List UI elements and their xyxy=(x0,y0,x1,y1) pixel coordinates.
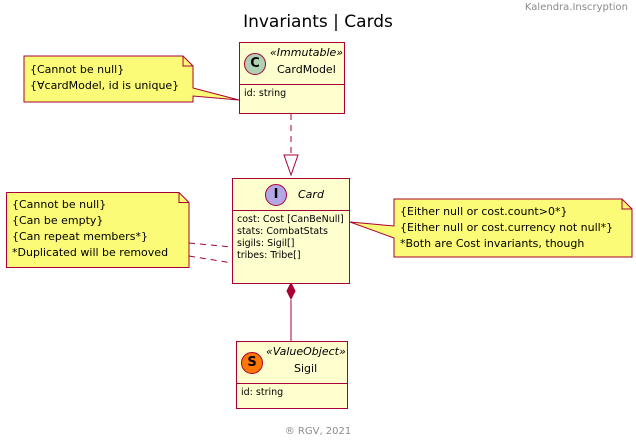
class-attribute: id: string xyxy=(244,88,287,99)
class-attribute: stats: CombatStats xyxy=(237,226,328,237)
class-cardmodel: C «Immutable» CardModel id: string xyxy=(239,42,345,114)
class-stereotype: «ValueObject» xyxy=(266,345,346,358)
class-sigil: S «ValueObject» Sigil id: string xyxy=(236,341,348,409)
interface-circle-icon: I xyxy=(265,184,287,206)
class-attributes: id: string xyxy=(237,384,347,399)
class-attributes: id: string xyxy=(240,85,344,100)
class-sigil-header: S «ValueObject» Sigil xyxy=(237,342,347,384)
note-text: {Cannot be null} {Can be empty} {Can rep… xyxy=(12,197,168,261)
realization-arrowhead xyxy=(283,154,299,177)
class-name: Card xyxy=(298,188,324,201)
class-attribute: cost: Cost [CanBeNull] xyxy=(237,214,344,225)
class-attributes: cost: Cost [CanBeNull] stats: CombatStat… xyxy=(233,211,349,262)
note-line: {Can repeat members*} xyxy=(12,230,148,243)
class-name: Sigil xyxy=(294,362,318,375)
note-line: {Cannot be null} xyxy=(12,198,107,211)
class-attribute: sigils: Sigil[] xyxy=(237,238,295,249)
note-link-card-left-2 xyxy=(188,255,233,264)
class-attribute: id: string xyxy=(241,387,284,398)
composition-diamond xyxy=(286,281,296,301)
header-right-label: Kalendra.Inscryption xyxy=(524,2,628,13)
class-card: I Card cost: Cost [CanBeNull] stats: Com… xyxy=(232,178,350,284)
class-cardmodel-header: C «Immutable» CardModel xyxy=(240,43,344,85)
class-name: CardModel xyxy=(277,63,336,76)
footer-copyright: ® RGV, 2021 xyxy=(284,426,352,437)
class-circle-icon: C xyxy=(244,53,266,75)
diagram-title: Invariants | Cards xyxy=(243,12,393,32)
class-stereotype: «Immutable» xyxy=(270,46,344,59)
note-line: *Duplicated will be removed xyxy=(12,246,169,259)
class-attribute: tribes: Tribe[] xyxy=(237,250,301,261)
note-link-card-left-1 xyxy=(188,242,233,248)
struct-circle-icon: S xyxy=(241,352,263,374)
note-shape xyxy=(6,192,190,268)
note-card-left: {Cannot be null} {Can be empty} {Can rep… xyxy=(6,192,190,268)
note-line: {Can be empty} xyxy=(12,214,104,227)
class-card-header: I Card xyxy=(233,179,349,211)
